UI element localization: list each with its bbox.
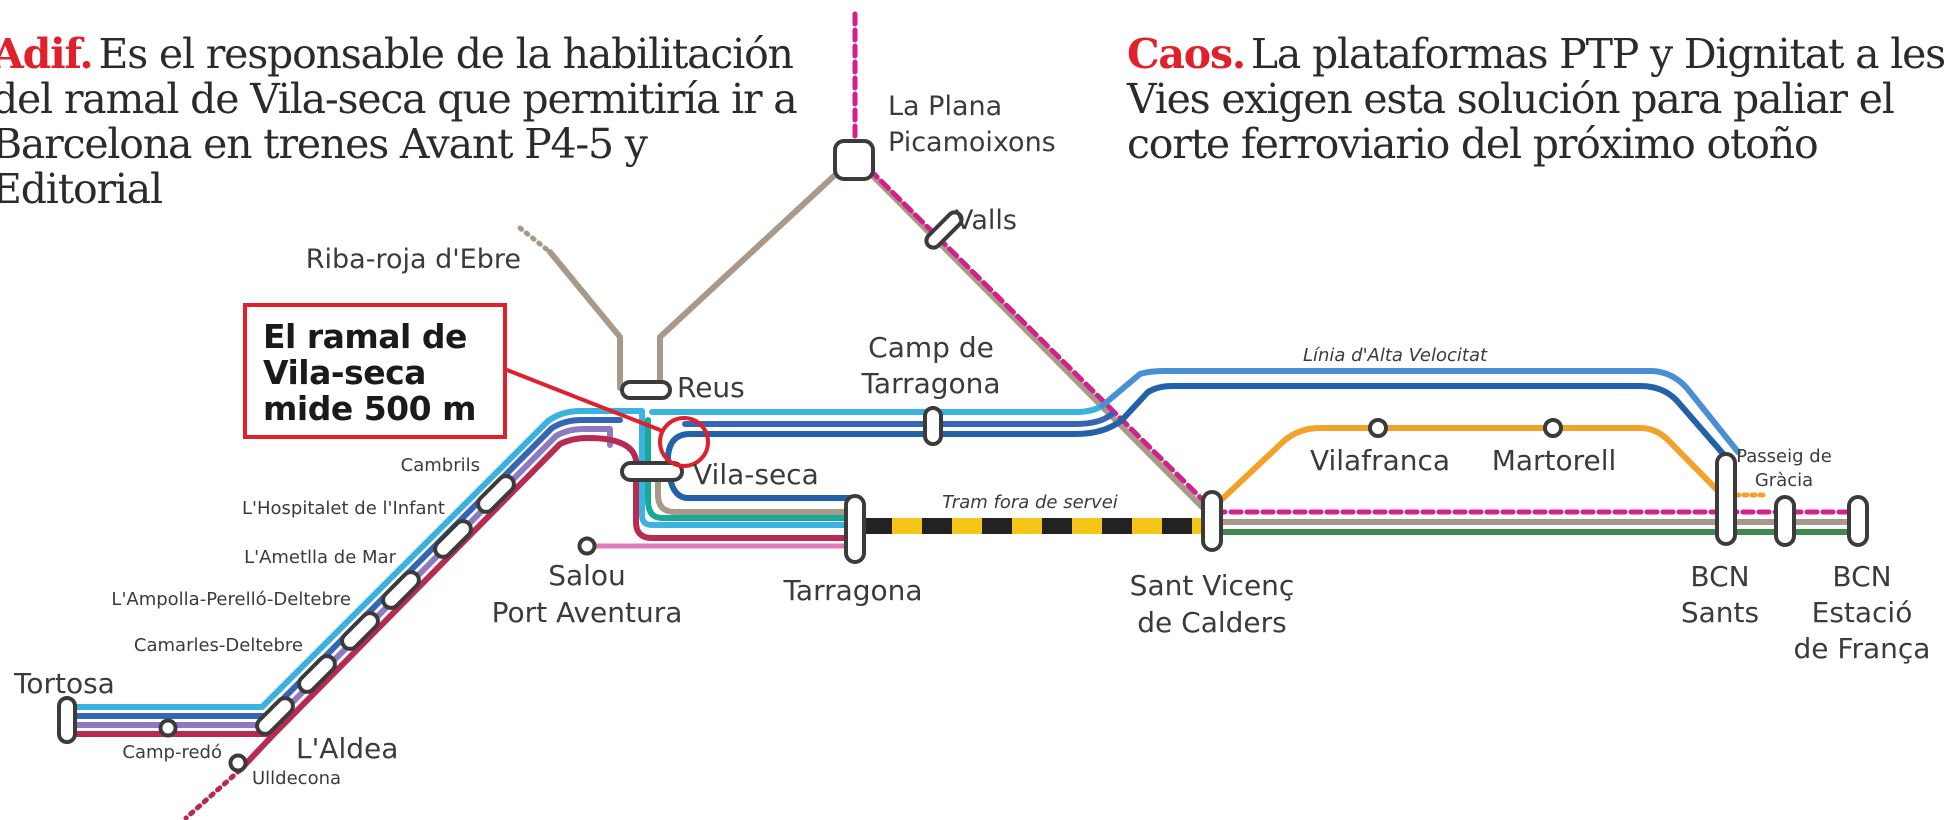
- label-tarragona-camp: Tarragona: [860, 367, 1000, 400]
- label-port-aventura: Port Aventura: [492, 596, 683, 629]
- line-hsl-upper: [1099, 368, 1741, 455]
- headline-left: Adif.Es el responsable de la habilitació…: [0, 32, 822, 212]
- interchange-capsule-icon: [924, 210, 964, 250]
- label-camarles: Camarles-Deltebre: [134, 635, 303, 656]
- label-cambrils: Cambrils: [401, 455, 480, 476]
- interchange-capsule-icon: [297, 654, 337, 694]
- label-bcn-franca-1: BCN: [1832, 560, 1891, 593]
- interchange-capsule-icon: [57, 696, 77, 744]
- callout-line-3: mide 500 m: [263, 389, 476, 428]
- line-crimson-coast: [65, 435, 858, 737]
- interchange-capsule-icon: [381, 570, 421, 610]
- label-camp-de: Camp de: [868, 331, 994, 364]
- label-aldea: L'Aldea: [296, 732, 398, 765]
- line-magenta-valls: [867, 167, 1218, 515]
- closed-track-base: [862, 518, 1206, 534]
- station-labels: La Plana Picamoixons Valls Riba-roja d'E…: [13, 91, 1930, 789]
- label-salou: Salou: [548, 559, 626, 592]
- callout-line-1: El ramal de: [263, 317, 467, 356]
- headline-right-lead: Caos.: [1127, 30, 1246, 78]
- label-ametlla: L'Ametlla de Mar: [244, 547, 396, 568]
- label-ampolla: L'Ampolla-Perelló-Deltebre: [111, 589, 351, 610]
- interchange-capsule-icon: [1774, 495, 1796, 547]
- line-blue-corridor: [682, 411, 1115, 427]
- station-circle-icon: [158, 718, 178, 738]
- line-cyan-corridor: [649, 403, 1105, 415]
- interchange-capsule-icon: [620, 380, 672, 400]
- interchange-capsule-icon: [1715, 452, 1737, 546]
- label-vila-seca: Vila-seca: [693, 458, 819, 491]
- line-gray-riba-roja-dotted: [517, 225, 553, 255]
- station-circle-icon: [1543, 418, 1563, 438]
- ramal-callout-box: El ramal de Vila-seca mide 500 m: [243, 303, 507, 439]
- line-crimson-south-dotted: [183, 767, 243, 820]
- line-vila-seca-ramal: [665, 431, 855, 501]
- interchange-capsule-icon: [255, 696, 295, 736]
- interchange-capsule-icon: [1847, 495, 1869, 547]
- line-orange: [1215, 425, 1725, 506]
- line-gray-riba-roja: [547, 249, 623, 391]
- interchange-capsule-icon: [433, 519, 473, 559]
- interchange-capsule-icon: [923, 406, 943, 446]
- interchange-capsule-icon: [1201, 490, 1223, 552]
- station-circle-icon: [577, 536, 597, 556]
- interchange-capsule-icon: [476, 474, 516, 514]
- label-out-of-service: Tram fora de servei: [942, 492, 1118, 513]
- headline-right-text: La plataformas PTP y Dignitat a les Vies…: [1127, 30, 1946, 168]
- label-reus: Reus: [677, 371, 745, 404]
- label-riba-roja: Riba-roja d'Ebre: [306, 244, 521, 275]
- label-sant-vicenc: Sant Vicenç: [1130, 569, 1295, 602]
- label-la-plana: La Plana: [888, 91, 1002, 122]
- station-markers: [57, 139, 1869, 773]
- interchange-capsule-icon: [620, 461, 684, 482]
- headline-right: Caos.La plataformas PTP y Dignitat a les…: [1127, 32, 1947, 167]
- interchange-capsule-icon: [340, 611, 380, 651]
- corridor-lines: [649, 368, 1741, 501]
- ramal-highlight-circle-icon: [658, 416, 710, 468]
- line-blue-coast: [65, 417, 623, 719]
- label-bcn-sants-2: Sants: [1681, 596, 1759, 629]
- line-teal-vila-seca: [645, 417, 858, 521]
- label-bcn-franca-3: de França: [1794, 632, 1931, 665]
- label-tarragona: Tarragona: [782, 574, 922, 607]
- station-circle-icon: [1368, 418, 1388, 438]
- callout-pointer: [505, 368, 662, 432]
- coast-station-capsules: [255, 474, 516, 736]
- headline-left-text: Es el responsable de la habilitación del…: [0, 30, 798, 213]
- label-ulldecona: Ulldecona: [252, 768, 341, 789]
- line-gray-vila-seca-tarragona: [655, 467, 858, 515]
- label-picamoixons: Picamoixons: [888, 127, 1056, 158]
- interchange-capsule-icon: [833, 139, 875, 181]
- line-gray-la-plana: [657, 159, 852, 391]
- label-passeig-de: Passeig de: [1736, 446, 1832, 467]
- line-navy-corridor: [687, 383, 1728, 459]
- gray-lines: [517, 159, 1861, 525]
- label-valls: Valls: [955, 205, 1017, 236]
- line-gray-la-plana-sant-vicenc: [859, 162, 1213, 518]
- label-de-calders: de Calders: [1137, 606, 1287, 639]
- label-gracia: Gràcia: [1755, 470, 1813, 491]
- interchange-capsule-icon: [844, 494, 866, 564]
- label-bcn-franca-2: Estació: [1812, 596, 1913, 629]
- label-hsl: Línia d'Alta Velocitat: [1303, 345, 1488, 366]
- headline-left-lead: Adif.: [0, 30, 94, 78]
- label-vilafranca: Vilafranca: [1310, 444, 1450, 477]
- magenta-dashed-line: [852, 11, 1861, 515]
- label-tortosa: Tortosa: [13, 667, 115, 700]
- label-hospitalet: L'Hospitalet de l'Infant: [242, 498, 445, 519]
- label-martorell: Martorell: [1492, 444, 1617, 477]
- label-bcn-sants-1: BCN: [1690, 560, 1749, 593]
- callout-line-2: Vila-seca: [263, 353, 426, 392]
- line-purple-coast: [65, 426, 613, 728]
- out-of-service-section: [862, 518, 1206, 534]
- station-circle-icon: [228, 753, 248, 773]
- label-camp-redo: Camp-redó: [122, 742, 222, 763]
